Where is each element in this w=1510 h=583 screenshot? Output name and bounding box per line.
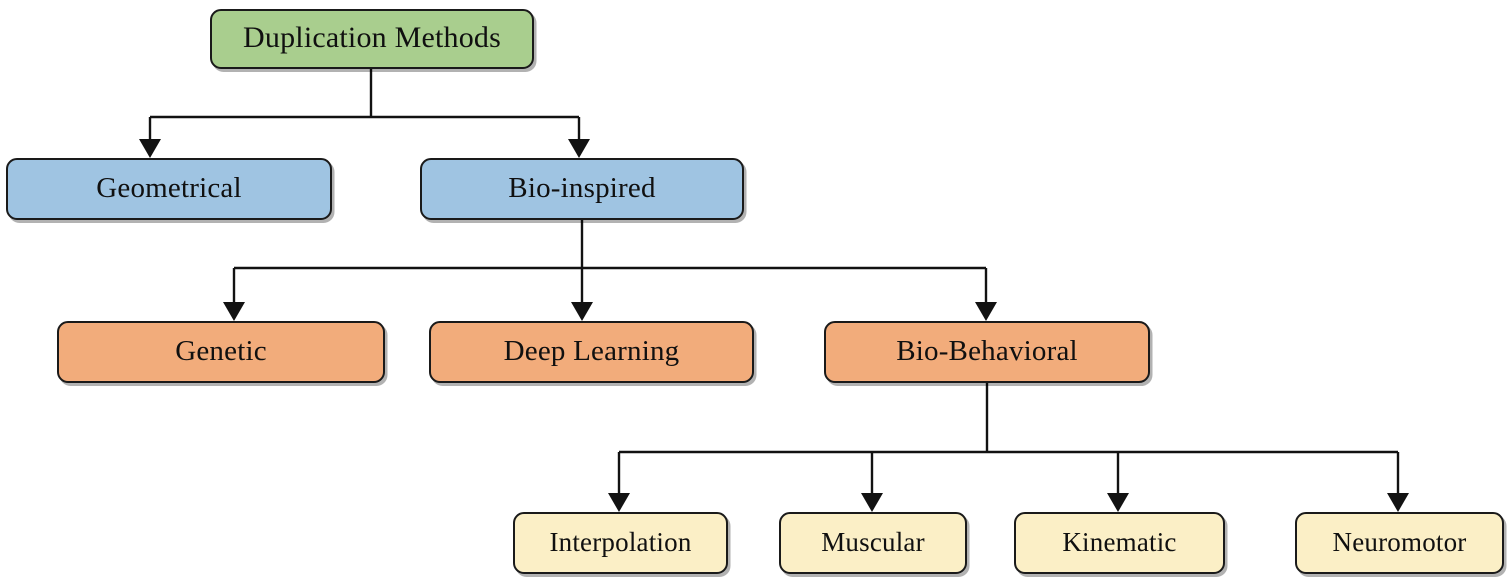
node-kinematic[interactable]: Kinematic — [1014, 512, 1225, 574]
node-bio-inspired[interactable]: Bio-inspired — [420, 158, 744, 220]
node-label-geometrical: Geometrical — [96, 171, 242, 204]
node-label-interpolation: Interpolation — [549, 526, 692, 557]
node-neuromotor[interactable]: Neuromotor — [1295, 512, 1504, 574]
arrowhead-muscular — [861, 493, 883, 512]
node-label-deep-learning: Deep Learning — [503, 334, 680, 367]
arrowhead-genetic — [223, 302, 245, 321]
node-muscular[interactable]: Muscular — [779, 512, 967, 574]
arrowhead-neuromotor — [1387, 493, 1409, 512]
node-deep-learning[interactable]: Deep Learning — [429, 321, 754, 383]
node-geometrical[interactable]: Geometrical — [6, 158, 332, 220]
node-label-duplication-methods: Duplication Methods — [243, 21, 501, 54]
node-label-neuromotor: Neuromotor — [1332, 526, 1467, 557]
node-label-bio-inspired: Bio-inspired — [508, 171, 656, 204]
node-label-muscular: Muscular — [821, 526, 925, 557]
arrowhead-interpolation — [608, 493, 630, 512]
node-label-bio-behavioral: Bio-Behavioral — [896, 334, 1078, 367]
node-label-kinematic: Kinematic — [1062, 526, 1177, 557]
arrowhead-bio-inspired — [568, 139, 590, 158]
arrowhead-kinematic — [1107, 493, 1129, 512]
node-duplication-methods[interactable]: Duplication Methods — [210, 9, 534, 69]
arrowhead-bio-behavioral — [975, 302, 997, 321]
node-label-genetic: Genetic — [175, 334, 267, 367]
node-interpolation[interactable]: Interpolation — [513, 512, 728, 574]
arrowhead-geometrical — [139, 139, 161, 158]
arrowhead-deep-learning — [571, 302, 593, 321]
node-genetic[interactable]: Genetic — [57, 321, 385, 383]
node-bio-behavioral[interactable]: Bio-Behavioral — [824, 321, 1150, 383]
